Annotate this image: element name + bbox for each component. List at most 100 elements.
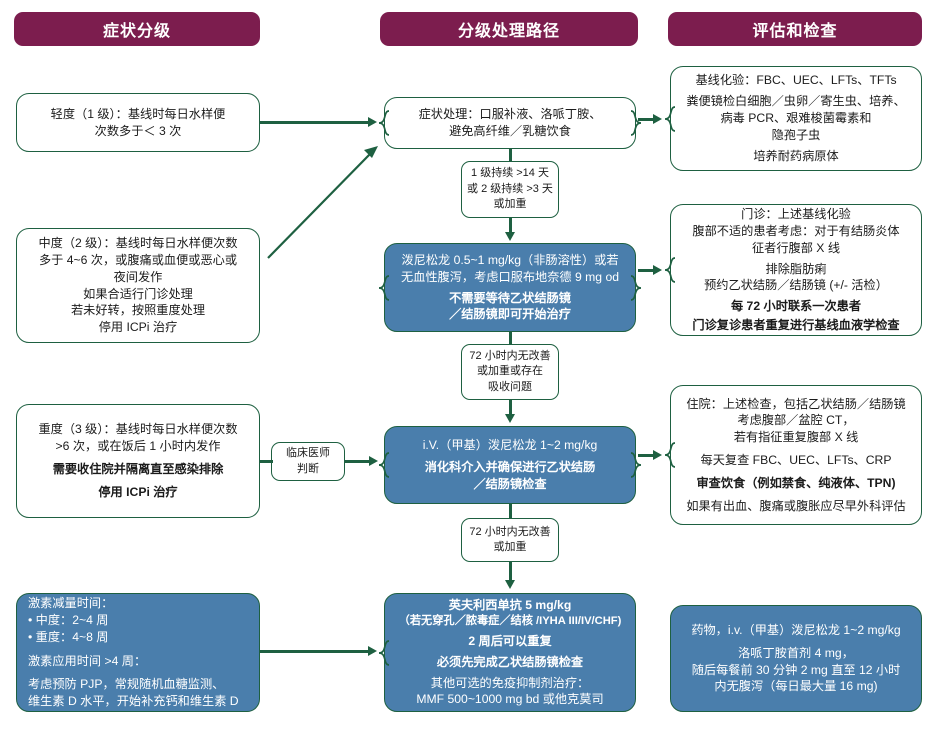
step2-line-3: 不需要等待乙状结肠镜 — [449, 290, 571, 305]
outpatient-line-4: 排除脂肪痢 — [765, 261, 827, 276]
step1-line-2: 避免高纤维／乳糖饮食 — [449, 124, 571, 138]
box-outpatient-assessment: 门诊：上述基线化验 腹部不适的患者考虑：对于有结肠炎体 征者行腹部 X 线 排除… — [670, 204, 922, 336]
moderate-line-6: 停用 ICPi 治疗 — [98, 320, 178, 335]
outpatient-line-6: 每 72 小时联系一次患者 — [730, 299, 862, 314]
baseline-line-5: 培养耐药病原体 — [753, 148, 839, 163]
box-inpatient-assessment: 住院：上述检查，包括乙状结肠／结肠镜 考虑腹部／盆腔 CT， 若有指征重复腹部 … — [670, 385, 922, 525]
connector-cond2-to-step3 — [509, 400, 512, 416]
connector-cond1-to-step2 — [509, 218, 512, 234]
box-severe-grade3: 重度（3 级）：基线时每日水样便次数 >6 次，或在饭后 1 小时内发作 需要收… — [16, 404, 260, 518]
outpatient-line-7: 门诊复诊患者重复进行基线血液学检查 — [692, 318, 900, 333]
header-treatment-pathway: 分级处理路径 — [380, 12, 638, 46]
taper-line-4: 激素应用时间 >4 周： — [28, 653, 147, 668]
box-iv-methylprednisolone: i.V.（甲基）泼尼松龙 1~2 mg/kg 消化科介入并确保进行乙状结肠 ／结… — [384, 426, 636, 504]
step4-line-1: 英夫利西单抗 5 mg/kg — [448, 597, 572, 612]
connector-cond3-to-step4 — [509, 562, 512, 582]
cond2-line-2: 或加重或存在 — [477, 365, 543, 378]
drugs-line-1: 药物，i.v.（甲基）泼尼松龙 1~2 mg/kg — [691, 622, 901, 637]
box-baseline-investigations: 基线化验：FBC、UEC、LFTs、TFTs 粪便镜检白细胞／虫卵／寄生虫、培养… — [670, 66, 922, 171]
severe-line-3: 需要收住院并隔离直至感染排除 — [52, 462, 224, 476]
cond1-line-2: 或 2 级持续 >3 天 — [467, 182, 553, 195]
baseline-line-1: 基线化验：FBC、UEC、LFTs、TFTs — [695, 73, 897, 88]
step3-line-2: 消化科介入并确保进行乙状结肠 — [424, 460, 596, 475]
arrowhead-clinician-to-step3 — [369, 456, 378, 466]
arrowhead-step2-to-outpatient — [653, 265, 662, 275]
cond3-line-2: 或加重 — [493, 541, 527, 553]
header-assessment-investigation: 评估和检查 — [668, 12, 922, 46]
step4-line-4: 必须先完成乙状结肠镜检查 — [436, 654, 584, 669]
step4-line-6: MMF 500~1000 mg bd 或他克莫司 — [416, 692, 604, 707]
inpatient-line-5: 审查饮食（例如禁食、纯液体、TPN) — [696, 475, 896, 490]
arrowhead-mild-to-step1 — [368, 117, 377, 127]
step2-line-2: 无血性腹泻，考虑口服布地奈德 9 mg od — [400, 269, 620, 284]
connector-step2-to-cond2 — [509, 332, 512, 345]
header-symptom-grading: 症状分级 — [14, 12, 260, 46]
outpatient-line-5: 预约乙状结肠／结肠镜 (+/- 活检） — [704, 278, 888, 293]
taper-line-1: 激素减量时间： — [28, 596, 114, 611]
inpatient-line-2: 考虑腹部／盆腔 CT， — [737, 413, 855, 428]
inpatient-line-6: 如果有出血、腹痛或腹胀应尽早外科评估 — [686, 498, 906, 513]
cond1-line-3: 或加重 — [493, 198, 527, 211]
step3-line-1: i.V.（甲基）泼尼松龙 1~2 mg/kg — [422, 438, 598, 453]
arrowhead-step1-to-baseline — [653, 114, 662, 124]
box-symptomatic-management: 症状处理：口服补液、洛哌丁胺、 避免高纤维／乳糖饮食 — [384, 97, 636, 149]
step3-line-3: ／结肠镜检查 — [473, 476, 547, 491]
severe-line-2: >6 次，或在饭后 1 小时内发作 — [55, 439, 221, 454]
step2-line-4: ／结肠镜即可开始治疗 — [449, 307, 571, 322]
cond2-line-1: 72 小时内无改善 — [469, 349, 551, 362]
cond2-line-3: 吸收问题 — [488, 380, 532, 393]
step4-line-2: （若无穿孔／脓毒症／结核 /IYHA III/IV/CHF) — [398, 614, 622, 627]
moderate-line-2: 多于 4~6 次，或腹痛或血便或恶心或 — [38, 252, 238, 267]
step4-line-5: 其他可选的免疫抑制剂治疗： — [430, 675, 590, 690]
connector-step3-to-cond3 — [509, 504, 512, 519]
cond1-line-1: 1 级持续 >14 天 — [471, 167, 549, 180]
box-infliximab: 英夫利西单抗 5 mg/kg （若无穿孔／脓毒症／结核 /IYHA III/IV… — [384, 593, 636, 712]
moderate-line-4: 如果合适行门诊处理 — [83, 286, 193, 301]
step4-line-3: 2 周后可以重复 — [468, 633, 552, 648]
box-clinician-judgement: 临床医师 判断 — [271, 442, 345, 481]
outpatient-line-3: 征者行腹部 X 线 — [751, 240, 841, 255]
baseline-line-4: 隐孢子虫 — [771, 127, 821, 142]
inpatient-line-4: 每天复查 FBC、UEC、LFTs、CRP — [700, 453, 892, 467]
drugs-line-4: 内无腹泻（每日最大量 16 mg) — [714, 679, 878, 694]
mild-line-1: 轻度（1 级）：基线时每日水样便 — [50, 106, 226, 121]
connector-taper-to-step4 — [260, 650, 370, 653]
connector-mild-to-step1 — [260, 121, 370, 124]
taper-line-2: • 中度：2~4 周 — [28, 612, 109, 627]
connector-severe-to-clinician — [260, 460, 273, 463]
box-moderate-grade2: 中度（2 级）：基线时每日水样便次数 多于 4~6 次，或腹痛或血便或恶心或 夜… — [16, 228, 260, 343]
condition-72h-no-improve-1: 72 小时内无改善 或加重或存在 吸收问题 — [461, 344, 559, 400]
condition-72h-no-improve-2: 72 小时内无改善 或加重 — [461, 518, 559, 562]
baseline-line-2: 粪便镜检白细胞／虫卵／寄生虫、培养、 — [686, 94, 906, 109]
mild-line-2: 次数多于＜ 3 次 — [94, 123, 182, 138]
severe-line-4: 停用 ICPi 治疗 — [98, 484, 178, 499]
step2-line-1: 泼尼松龙 0.5~1 mg/kg（非肠溶性）或若 — [401, 252, 619, 267]
arrowhead-cond2-to-step3 — [505, 414, 515, 423]
connector-step1-to-cond1 — [509, 149, 512, 162]
inpatient-line-1: 住院：上述检查，包括乙状结肠／结肠镜 — [686, 396, 906, 411]
step1-line-1: 症状处理：口服补液、洛哌丁胺、 — [418, 107, 602, 122]
taper-line-3: • 重度：4~8 周 — [28, 629, 109, 644]
connector-step3-to-inpatient — [638, 454, 658, 457]
outpatient-line-1: 门诊：上述基线化验 — [741, 207, 851, 222]
arrowhead-cond1-to-step2 — [505, 232, 515, 241]
box-mild-grade1: 轻度（1 级）：基线时每日水样便 次数多于＜ 3 次 — [16, 93, 260, 152]
box-prednisolone: 泼尼松龙 0.5~1 mg/kg（非肠溶性）或若 无血性腹泻，考虑口服布地奈德 … — [384, 243, 636, 332]
taper-line-5: 考虑预防 PJP，常规随机血糖监测、 — [28, 677, 225, 692]
drugs-line-2: 洛哌丁胺首剂 4 mg， — [738, 645, 854, 660]
moderate-line-5: 若未好转，按照重度处理 — [70, 303, 206, 318]
arrowhead-step3-to-inpatient — [653, 450, 662, 460]
connector-step2-to-outpatient — [638, 269, 658, 272]
moderate-line-3: 夜间发作 — [113, 269, 163, 284]
box-steroid-taper: 激素减量时间： • 中度：2~4 周 • 重度：4~8 周 激素应用时间 >4 … — [16, 593, 260, 712]
connector-step1-to-baseline — [638, 118, 658, 121]
connector-clinician-to-step3 — [345, 460, 371, 463]
arrowhead-cond3-to-step4 — [505, 580, 515, 589]
outpatient-line-2: 腹部不适的患者考虑：对于有结肠炎体 — [692, 223, 900, 238]
baseline-line-3: 病毒 PCR、艰难梭菌霉素和 — [720, 111, 872, 126]
drugs-line-3: 随后每餐前 30 分钟 2 mg 直至 12 小时 — [691, 662, 901, 677]
connector-moderate-to-step1 — [267, 146, 378, 259]
cond3-line-1: 72 小时内无改善 — [469, 525, 551, 538]
box-drug-doses: 药物，i.v.（甲基）泼尼松龙 1~2 mg/kg 洛哌丁胺首剂 4 mg， 随… — [670, 605, 922, 712]
taper-line-6: 维生素 D 水平，开始补充钙和维生素 D — [28, 694, 239, 709]
